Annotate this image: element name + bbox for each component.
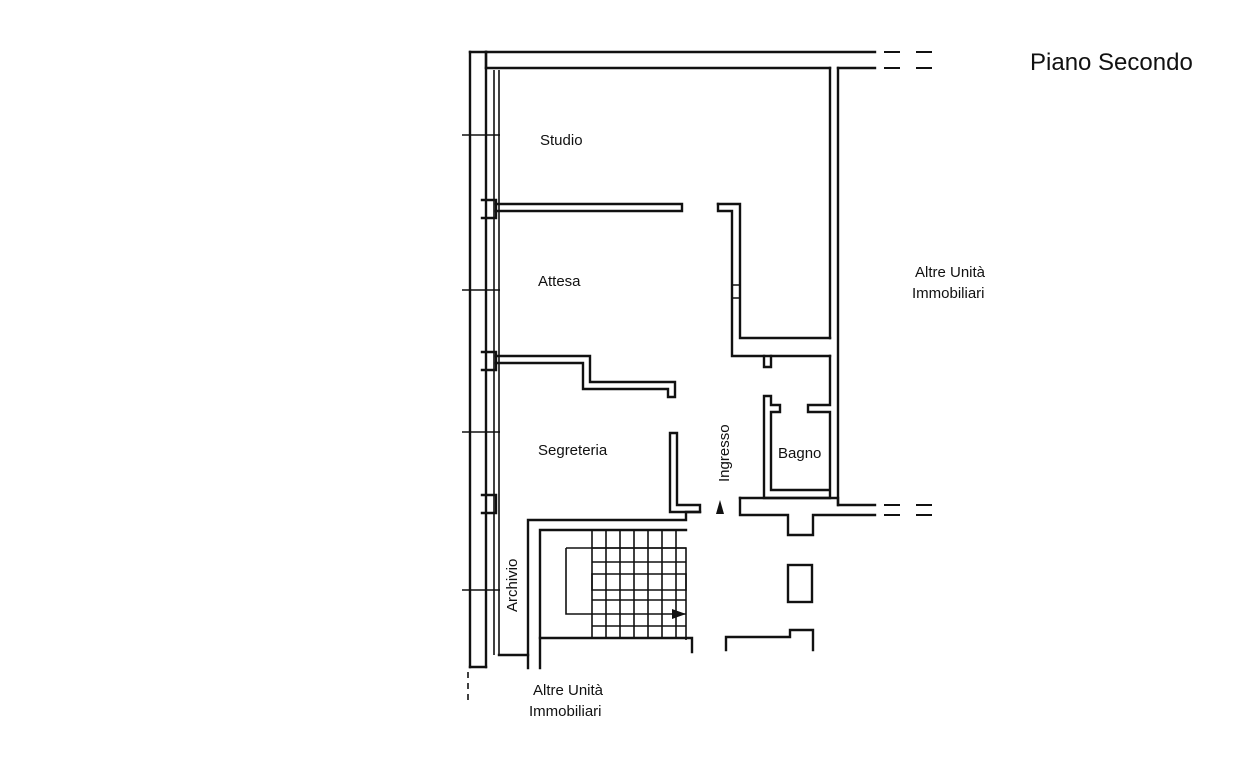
partition-studio-attesa — [494, 202, 684, 213]
room-label-ingresso: Ingresso — [716, 424, 733, 482]
floor-title: Piano Secondo — [1030, 49, 1193, 76]
neighbor-label-south-line2: Immobiliari — [529, 703, 602, 720]
bathroom-walls — [762, 354, 832, 500]
entrance-arrow-icon — [716, 500, 724, 514]
room-label-segreteria: Segreteria — [538, 442, 608, 459]
room-label-attesa: Attesa — [538, 273, 581, 290]
segreteria-east-wall — [668, 431, 702, 514]
east-wall — [828, 66, 840, 507]
room-label-studio: Studio — [540, 132, 583, 149]
neighbor-label-south-line1: Altre Unità — [533, 682, 604, 699]
west-exterior-wall — [462, 50, 500, 702]
neighbor-label-east-line1: Altre Unità — [915, 264, 986, 281]
north-wall — [484, 50, 932, 70]
stairwell — [497, 510, 702, 670]
room-label-bagno: Bagno — [778, 445, 821, 462]
stair-direction-arrow-icon — [672, 609, 686, 619]
partition-attesa-segreteria — [494, 354, 677, 399]
neighbor-label-east-line2: Immobiliari — [912, 285, 985, 302]
corridor-east-wall — [716, 202, 832, 369]
landing-walls — [724, 496, 932, 652]
room-label-archivio: Archivio — [504, 559, 521, 612]
